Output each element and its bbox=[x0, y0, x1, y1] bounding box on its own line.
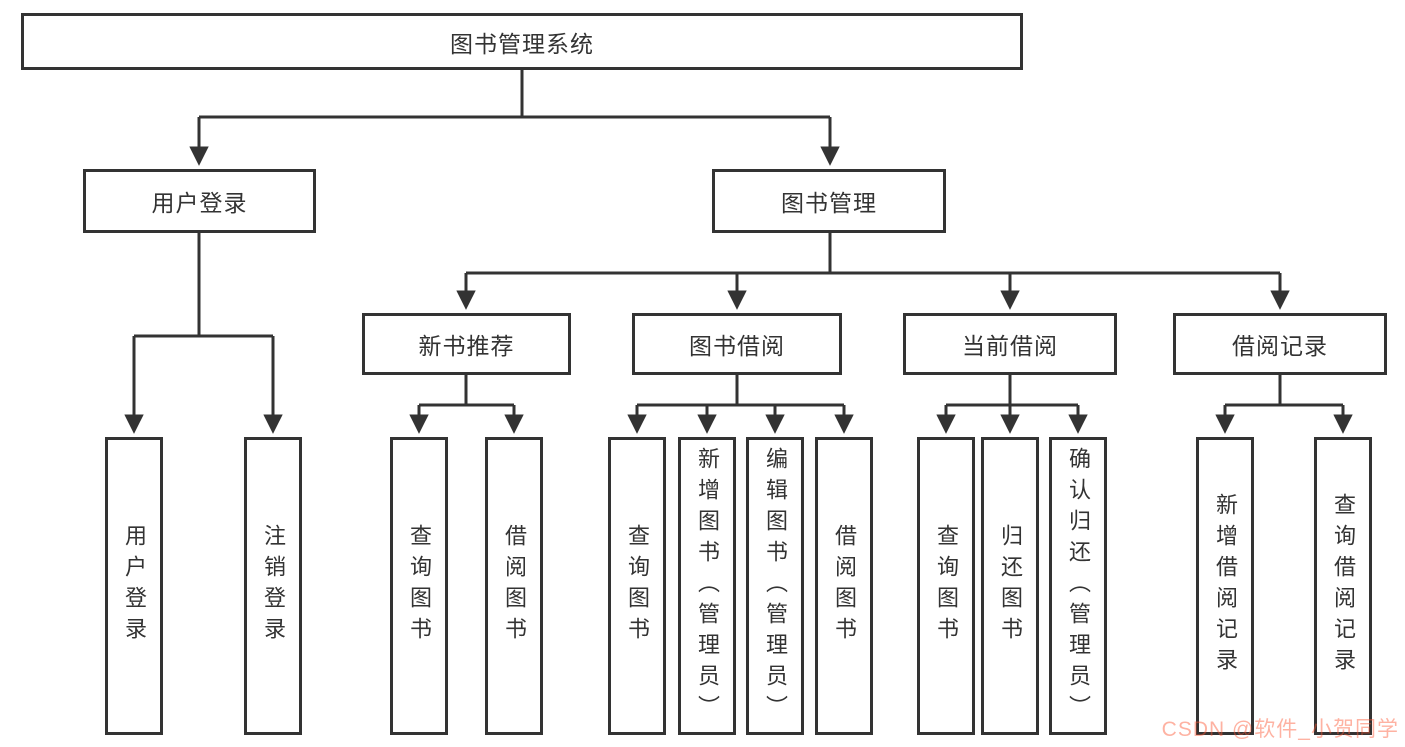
node-user-login: 用户登录 bbox=[83, 169, 316, 233]
leaf-query-borrow-record: 查询借阅记录 bbox=[1314, 437, 1372, 735]
leaf-add-book-admin: 新增图书（管理员） bbox=[678, 437, 736, 735]
leaf-query-books-borrowing: 查询图书 bbox=[608, 437, 666, 735]
leaf-return-books: 归还图书 bbox=[981, 437, 1039, 735]
csdn-watermark: CSDN @软件_小贺同学 bbox=[1161, 718, 1399, 741]
node-label: 新增图书（管理员） bbox=[695, 446, 720, 726]
node-label: 归还图书 bbox=[998, 524, 1023, 648]
node-label: 用户登录 bbox=[122, 524, 147, 648]
leaf-add-borrow-record: 新增借阅记录 bbox=[1196, 437, 1254, 735]
node-label: 新增借阅记录 bbox=[1213, 493, 1238, 679]
leaf-borrow-books-recommend: 借阅图书 bbox=[485, 437, 543, 735]
node-label: 注销登录 bbox=[261, 524, 286, 648]
node-label: 用户登录 bbox=[151, 190, 248, 216]
node-label: 借阅记录 bbox=[1232, 333, 1328, 359]
node-label: 查询图书 bbox=[407, 524, 432, 648]
node-label: 编辑图书（管理员） bbox=[763, 446, 788, 726]
node-new-book-recommend: 新书推荐 bbox=[362, 313, 571, 375]
node-book-management: 图书管理 bbox=[712, 169, 946, 233]
node-label: 查询图书 bbox=[934, 524, 959, 648]
node-label: 图书管理 bbox=[781, 190, 877, 216]
node-label: 查询图书 bbox=[625, 524, 650, 648]
leaf-user-login: 用户登录 bbox=[105, 437, 163, 735]
leaf-query-books-recommend: 查询图书 bbox=[390, 437, 448, 735]
node-label: 确认归还（管理员） bbox=[1066, 446, 1091, 726]
node-label: 图书管理系统 bbox=[450, 30, 594, 57]
node-label: 查询借阅记录 bbox=[1331, 493, 1356, 679]
node-current-borrowing: 当前借阅 bbox=[903, 313, 1117, 375]
node-label: 新书推荐 bbox=[418, 333, 515, 359]
node-label: 图书借阅 bbox=[689, 333, 785, 359]
leaf-query-books-current: 查询图书 bbox=[917, 437, 975, 735]
node-book-borrowing: 图书借阅 bbox=[632, 313, 842, 375]
node-borrow-records: 借阅记录 bbox=[1173, 313, 1387, 375]
node-library-system: 图书管理系统 bbox=[21, 13, 1023, 70]
node-label: 借阅图书 bbox=[832, 524, 857, 648]
leaf-edit-book-admin: 编辑图书（管理员） bbox=[746, 437, 804, 735]
leaf-confirm-return-admin: 确认归还（管理员） bbox=[1049, 437, 1107, 735]
node-label: 当前借阅 bbox=[962, 333, 1058, 359]
node-label: 借阅图书 bbox=[502, 524, 527, 648]
leaf-logout: 注销登录 bbox=[244, 437, 302, 735]
leaf-borrow-books: 借阅图书 bbox=[815, 437, 873, 735]
